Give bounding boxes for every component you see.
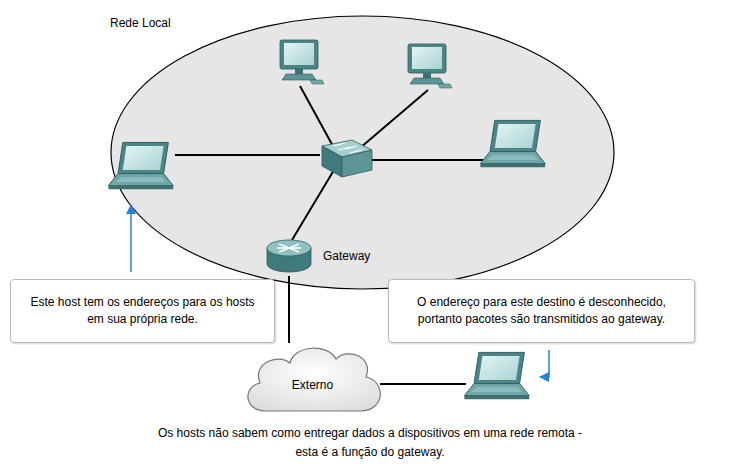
- gateway-router: Gateway: [263, 236, 375, 276]
- caption: Os hosts não sabem como entregar dados a…: [150, 424, 590, 462]
- callout-box: Este host tem os endereços para os hosts…: [10, 279, 275, 343]
- callout-box: O endereço para este destino é desconhec…: [388, 279, 695, 343]
- laptop-computer: [464, 352, 529, 399]
- callout-text: O endereço para este destino é desconhec…: [399, 294, 684, 328]
- callout-pointer: [130, 205, 132, 272]
- network-link: [288, 276, 290, 343]
- callout-text: Este host tem os endereços para os hosts…: [21, 294, 264, 328]
- external-cloud: Externo: [240, 343, 385, 418]
- local-network-region: Gateway Rede Local: [110, 15, 615, 290]
- router-icon: [263, 236, 315, 276]
- region-outline: [110, 15, 615, 290]
- callout-pointer: [540, 350, 549, 377]
- node-label: Rede Local: [110, 15, 615, 32]
- node-label: Externo: [292, 377, 333, 394]
- node-label: Gateway: [323, 248, 370, 265]
